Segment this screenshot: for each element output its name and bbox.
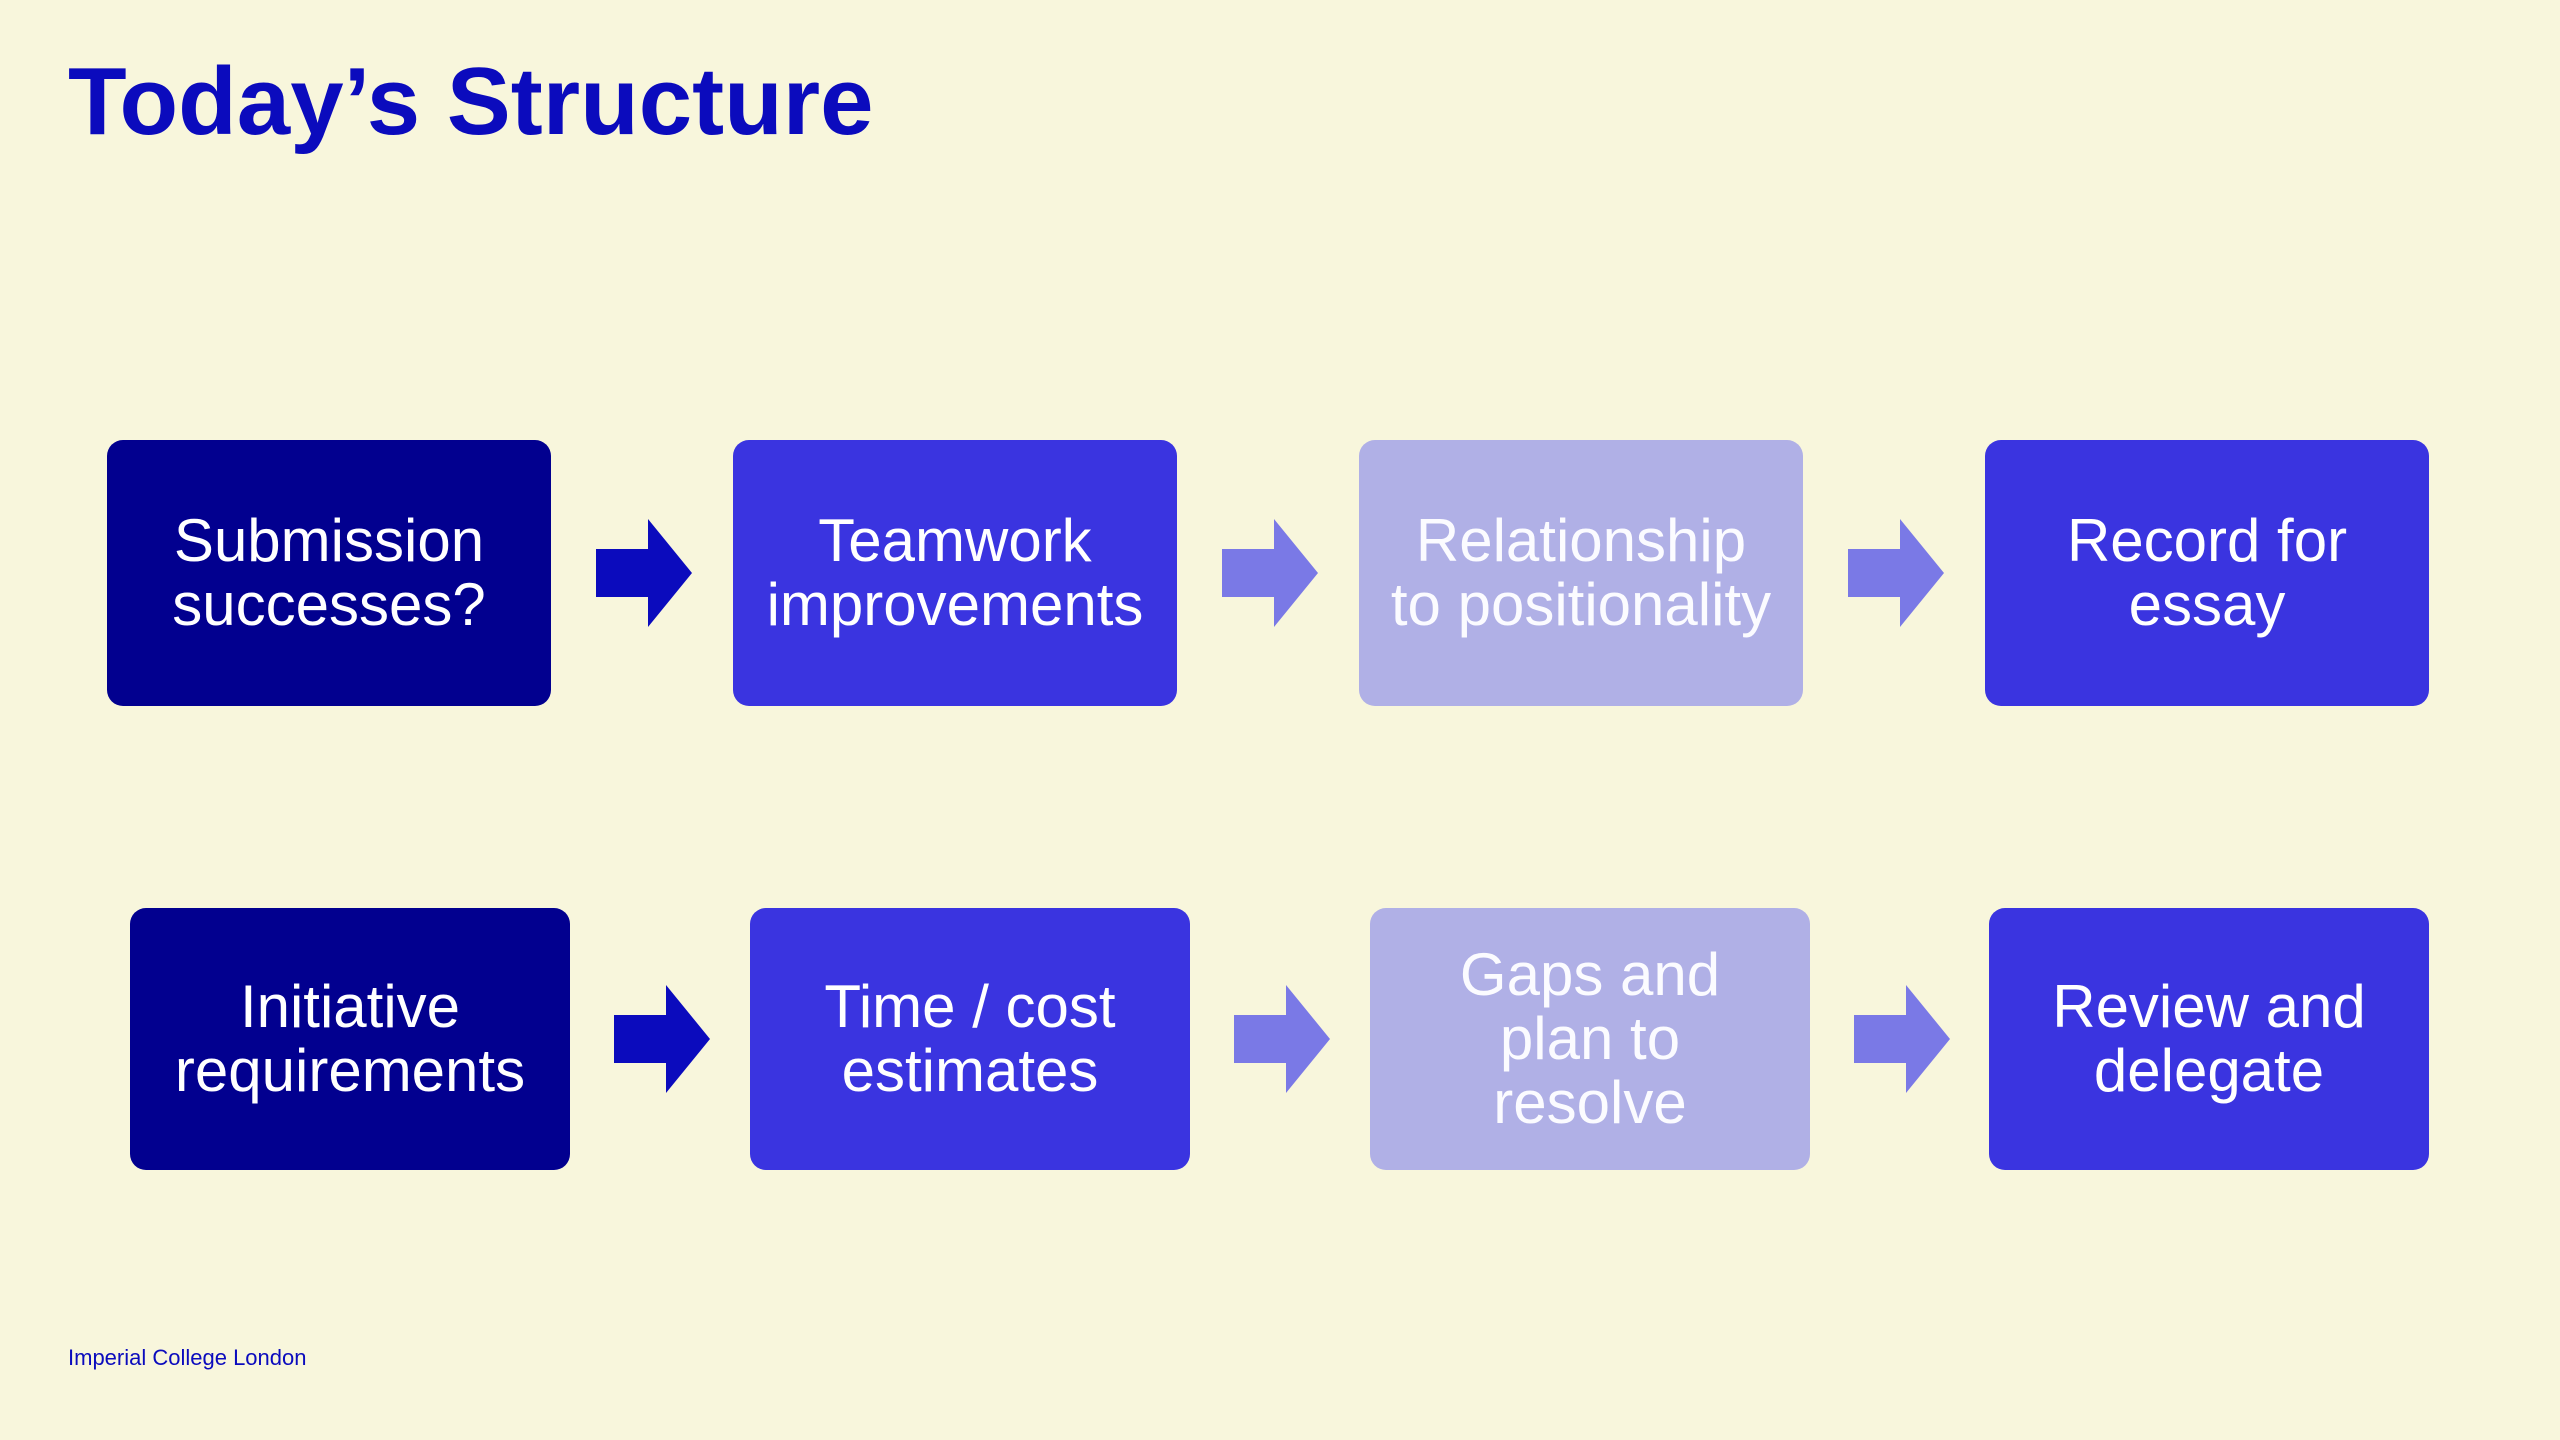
step-record-for-essay: Record for essay (1985, 440, 2429, 706)
step-time-cost-estimates: Time / cost estimates (750, 908, 1190, 1170)
step-teamwork-improvements: Teamwork improvements (733, 440, 1177, 706)
step-review-and-delegate: Review and delegate (1989, 908, 2429, 1170)
arrow-right-icon (1222, 519, 1318, 627)
step-relationship-to-positionality: Relationship to positionality (1359, 440, 1803, 706)
slide-title: Today’s Structure (68, 48, 874, 155)
arrow-right-icon (596, 519, 692, 627)
step-gaps-and-plan-to-resolve: Gaps and plan to resolve (1370, 908, 1810, 1170)
arrow-right-icon (614, 985, 710, 1093)
arrow-right-icon (1234, 985, 1330, 1093)
step-submission-successes: Submission successes? (107, 440, 551, 706)
arrow-right-icon (1848, 519, 1944, 627)
footer-institution: Imperial College London (68, 1345, 307, 1370)
arrow-right-icon (1854, 985, 1950, 1093)
step-initiative-requirements: Initiative requirements (130, 908, 570, 1170)
